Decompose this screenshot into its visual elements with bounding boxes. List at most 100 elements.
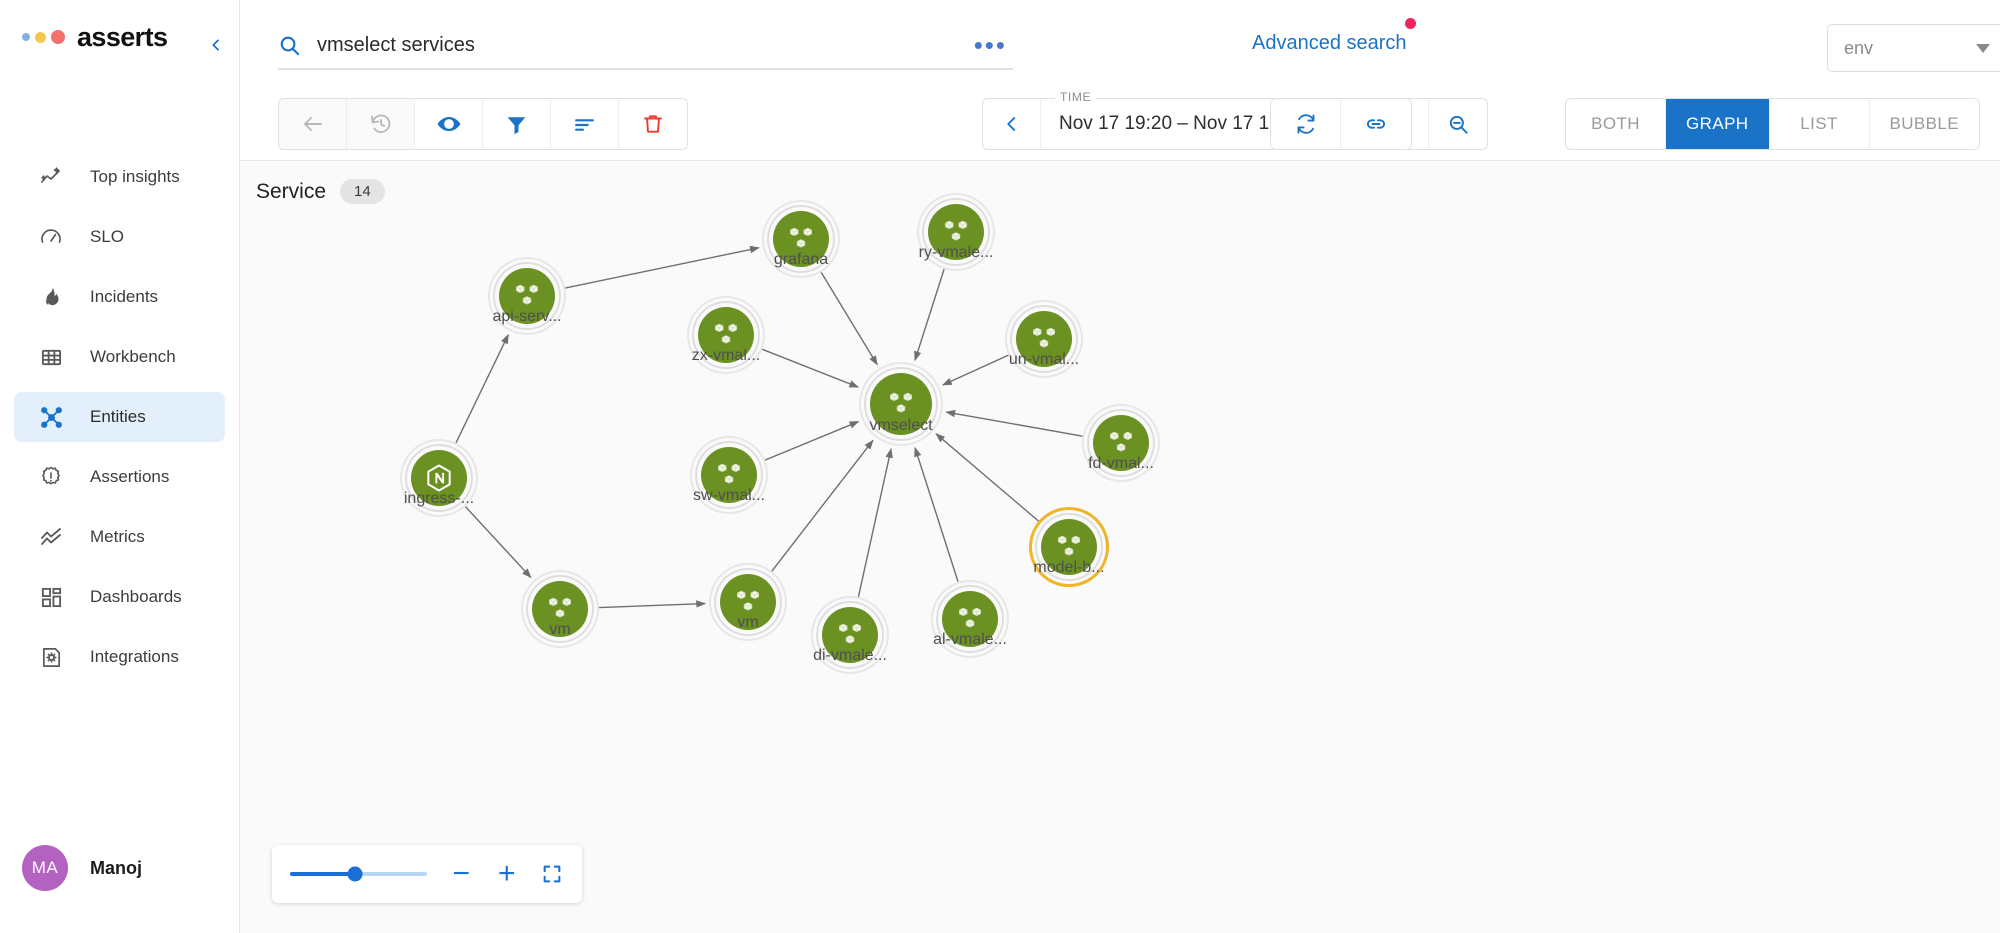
env-dropdown[interactable]: env [1827, 24, 2000, 72]
sidebar-item-workbench[interactable]: Workbench [14, 332, 225, 382]
time-range-picker: TIME Nov 17 19:20 – Nov 17 19:25 [982, 90, 1488, 150]
sidebar: asserts Top insights SLO [0, 0, 240, 933]
graph-node-vm-1[interactable]: vm [532, 581, 588, 638]
graph-node-ingress[interactable]: ingress-... [404, 450, 474, 507]
cubes-icon[interactable] [1093, 415, 1149, 471]
advanced-search-link[interactable]: Advanced search [1252, 32, 1407, 54]
graph-node-api-serv[interactable]: api-serv... [492, 268, 562, 325]
sidebar-item-label: Dashboards [90, 587, 182, 606]
zoom-slider-fill [290, 872, 355, 876]
top-bar: ••• Advanced search env site [240, 0, 2000, 88]
zoom-out-icon[interactable]: − [452, 857, 470, 890]
view-mode-both[interactable]: BOTH [1566, 99, 1667, 149]
zoom-out-button[interactable] [1429, 99, 1487, 149]
brand-name: asserts [77, 21, 168, 52]
zoom-slider-thumb[interactable] [347, 866, 363, 882]
sidebar-item-integrations[interactable]: Integrations [14, 632, 225, 682]
graph-node-vmselect[interactable]: vmselect [869, 373, 933, 435]
chart-line-icon [38, 524, 64, 550]
graph-node-fd-vmal[interactable]: fd-vmal... [1088, 415, 1154, 472]
graph-edge [935, 433, 1040, 523]
integrations-icon [38, 644, 64, 670]
search-icon [278, 34, 301, 57]
view-mode-bubble[interactable]: BUBBLE [1889, 114, 1959, 133]
alert-burst-icon [38, 464, 64, 490]
user-name: Manoj [90, 857, 142, 878]
graph-edge [455, 333, 509, 444]
graph-node-un-vmal[interactable]: un-vmal... [1009, 311, 1079, 368]
history-button[interactable] [347, 99, 415, 149]
cubes-icon[interactable] [1041, 519, 1097, 575]
cubes-icon[interactable] [822, 607, 878, 663]
visibility-button[interactable] [415, 99, 483, 149]
graph-node-grafana[interactable]: grafana [773, 211, 829, 268]
search-bar[interactable]: ••• [278, 22, 1013, 70]
sidebar-item-assertions[interactable]: Assertions [14, 452, 225, 502]
sidebar-item-label: Incidents [90, 287, 159, 306]
sidebar-item-label: Top insights [90, 167, 180, 186]
sidebar-item-top-insights[interactable]: Top insights [14, 152, 225, 202]
graph-edge [941, 354, 1009, 386]
graph-edge [857, 447, 893, 598]
cubes-icon[interactable] [532, 581, 588, 637]
sidebar-item-metrics[interactable]: Metrics [14, 512, 225, 562]
sidebar-item-incidents[interactable]: Incidents [14, 272, 225, 322]
search-more-icon[interactable]: ••• [973, 30, 1007, 60]
refresh-button-group [1270, 98, 1412, 150]
view-mode-graph[interactable]: GRAPH [1666, 99, 1770, 149]
sidebar-item-slo[interactable]: SLO [14, 212, 225, 262]
search-input[interactable] [317, 33, 958, 57]
graph-edges [455, 245, 1083, 609]
logo-dots-icon [22, 30, 65, 44]
cubes-icon[interactable] [698, 307, 754, 363]
time-range-field[interactable]: TIME Nov 17 19:20 – Nov 17 19:25 [1041, 90, 1371, 149]
cubes-icon[interactable] [1016, 311, 1072, 367]
graph-edge [464, 506, 532, 579]
main-area: ••• Advanced search env site [240, 0, 2000, 933]
nginx-icon[interactable] [411, 450, 467, 506]
filter-button[interactable] [483, 99, 551, 149]
cubes-icon[interactable] [701, 447, 757, 503]
sidebar-item-label: Entities [90, 407, 146, 426]
graph-edge [764, 420, 860, 461]
refresh-button[interactable] [1271, 99, 1341, 149]
graph-node-model-b[interactable]: model-b... [1033, 519, 1105, 576]
cubes-icon[interactable] [942, 591, 998, 647]
grid-icon [38, 344, 64, 370]
graph-edge [914, 446, 959, 583]
sort-button[interactable] [551, 99, 619, 149]
gauge-icon [38, 224, 64, 250]
graph-node-sw-vmal[interactable]: sw-vmal... [693, 447, 765, 504]
sidebar-nav: Top insights SLO Incidents [0, 152, 239, 682]
user-profile[interactable]: MA Manoj [22, 845, 142, 891]
cubes-icon[interactable] [720, 574, 776, 630]
graph-node-vm-2[interactable]: vm [720, 574, 776, 631]
cubes-icon[interactable] [499, 268, 555, 324]
graph-canvas[interactable]: Service 14 api-serv... grafana ry-vmale...… [240, 160, 2000, 933]
env-dropdown-label: env [1844, 37, 1874, 58]
cubes-icon[interactable] [928, 204, 984, 260]
sidebar-item-label: SLO [90, 227, 125, 246]
graph-node-zx-vmal[interactable]: zx-vmal... [692, 307, 760, 364]
fullscreen-icon[interactable] [540, 861, 564, 887]
graph-title-group: Service 14 [256, 179, 385, 204]
zoom-in-icon[interactable]: + [497, 857, 516, 890]
graph-edge [914, 268, 945, 362]
sidebar-collapse-icon[interactable] [205, 34, 227, 56]
sidebar-item-entities[interactable]: Entities [14, 392, 225, 442]
brand-logo[interactable]: asserts [0, 0, 239, 74]
delete-button[interactable] [619, 99, 687, 149]
entity-count-badge: 14 [340, 179, 385, 204]
graph-node-di-vmale[interactable]: di-vmale... [813, 607, 887, 664]
sidebar-item-label: Metrics [90, 527, 145, 546]
sidebar-item-dashboards[interactable]: Dashboards [14, 572, 225, 622]
graph-node-al-vmale[interactable]: al-vmale... [933, 591, 1007, 648]
view-mode-list[interactable]: LIST [1770, 99, 1870, 149]
time-prev-button[interactable] [983, 99, 1041, 149]
back-button[interactable] [279, 99, 347, 149]
cubes-icon[interactable] [773, 211, 829, 267]
link-button[interactable] [1341, 99, 1411, 149]
zoom-slider[interactable] [290, 866, 428, 882]
graph-node-ry-vmale[interactable]: ry-vmale... [919, 204, 993, 261]
cubes-icon[interactable] [870, 373, 932, 435]
